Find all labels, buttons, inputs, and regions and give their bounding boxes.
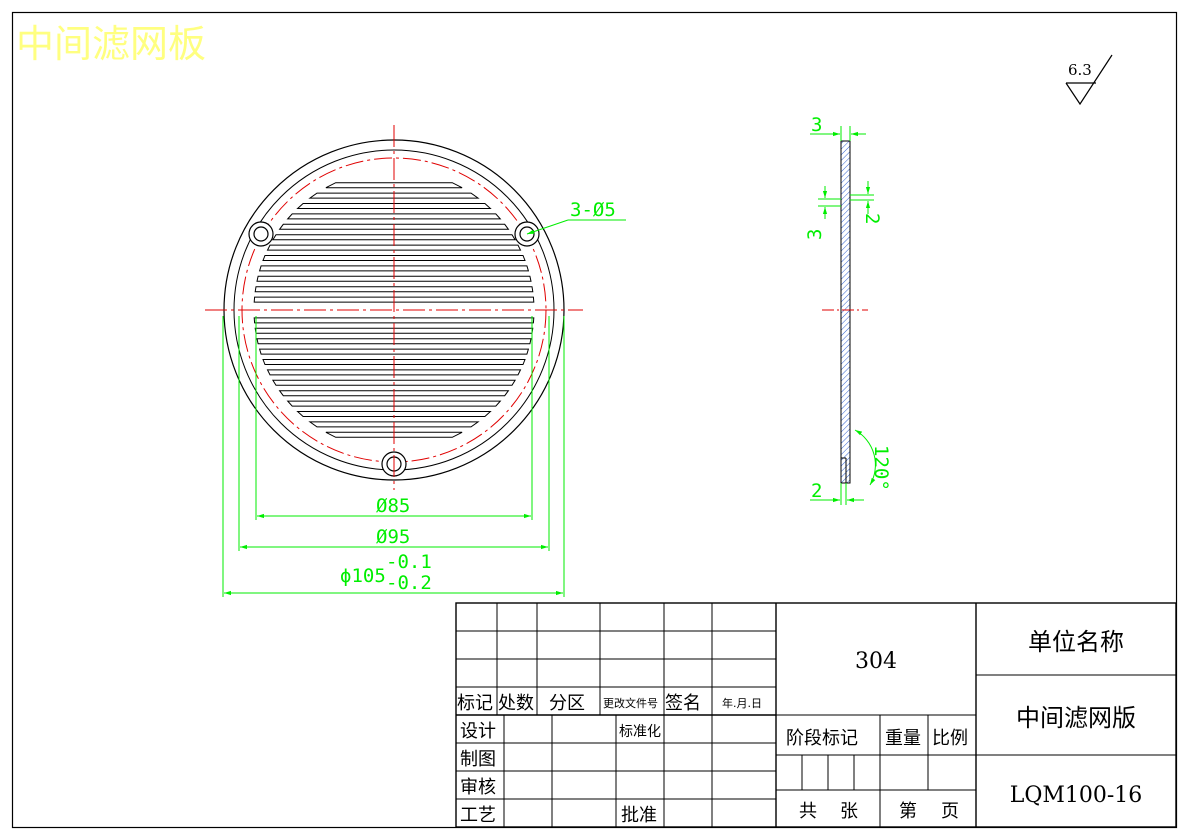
dim-slot-right: 2	[861, 213, 883, 224]
total-label: 共	[799, 801, 817, 822]
rev-mark-header: 标记	[457, 693, 493, 714]
dim-thickness-top: 3	[811, 114, 822, 136]
tolerance-lower: -0.2	[386, 572, 432, 594]
filter-slot	[254, 286, 534, 293]
role-approve: 批准	[621, 805, 657, 826]
rev-date-header: 年.月.日	[722, 696, 762, 710]
rev-count-header: 处数	[498, 693, 534, 714]
front-view: 3-Ø5 Ø85 Ø95 ϕ105 -0.1 -0.2	[205, 125, 626, 597]
filter-slot	[286, 213, 502, 220]
page-label: 页	[941, 801, 959, 822]
plate-section	[840, 140, 851, 484]
scale-label: 比例	[932, 728, 968, 749]
tolerance-upper: -0.1	[386, 551, 432, 573]
filter-slot	[253, 317, 535, 324]
dim-pitch-left: 3	[804, 229, 826, 240]
weight-label: 重量	[885, 728, 921, 749]
rev-docno-header: 更改文件号	[603, 696, 658, 710]
roughness-symbol: 6.3	[1065, 54, 1113, 106]
role-process: 工艺	[460, 805, 496, 826]
dim-d85: Ø85	[376, 495, 410, 517]
dim-chamfer-angle: 120°	[870, 445, 892, 491]
role-drawing: 制图	[460, 749, 496, 770]
sheet-border	[11, 11, 1178, 829]
stage-mark-label: 阶段标记	[786, 728, 858, 749]
rev-signature-header: 签名	[665, 693, 701, 714]
dim-thickness-bottom: 2	[811, 480, 822, 502]
side-view: 3 3 2 2 120°	[804, 114, 892, 505]
part-name: 中间滤网版	[1016, 704, 1136, 732]
dim-d95: Ø95	[376, 526, 410, 548]
roughness-value: 6.3	[1068, 61, 1092, 79]
title-block	[455, 602, 1177, 828]
slot-pattern	[253, 182, 535, 438]
hole-callout: 3-Ø5	[570, 199, 616, 221]
nth-label: 第	[899, 801, 917, 822]
sheets-label: 张	[840, 801, 858, 822]
mounting-hole-left	[248, 221, 274, 247]
role-standardize: 标准化	[619, 724, 661, 740]
role-review: 审核	[460, 777, 496, 798]
filter-slot	[266, 244, 522, 251]
role-design: 设计	[460, 721, 496, 742]
rev-zone-header: 分区	[549, 693, 585, 714]
filter-slot	[296, 411, 492, 417]
material: 304	[855, 649, 897, 674]
corner-title: 中间滤网板	[16, 22, 206, 66]
dim-d105: ϕ105	[340, 565, 386, 587]
drawing-number: LQM100-16	[1010, 783, 1143, 808]
company-name: 单位名称	[1028, 628, 1124, 656]
